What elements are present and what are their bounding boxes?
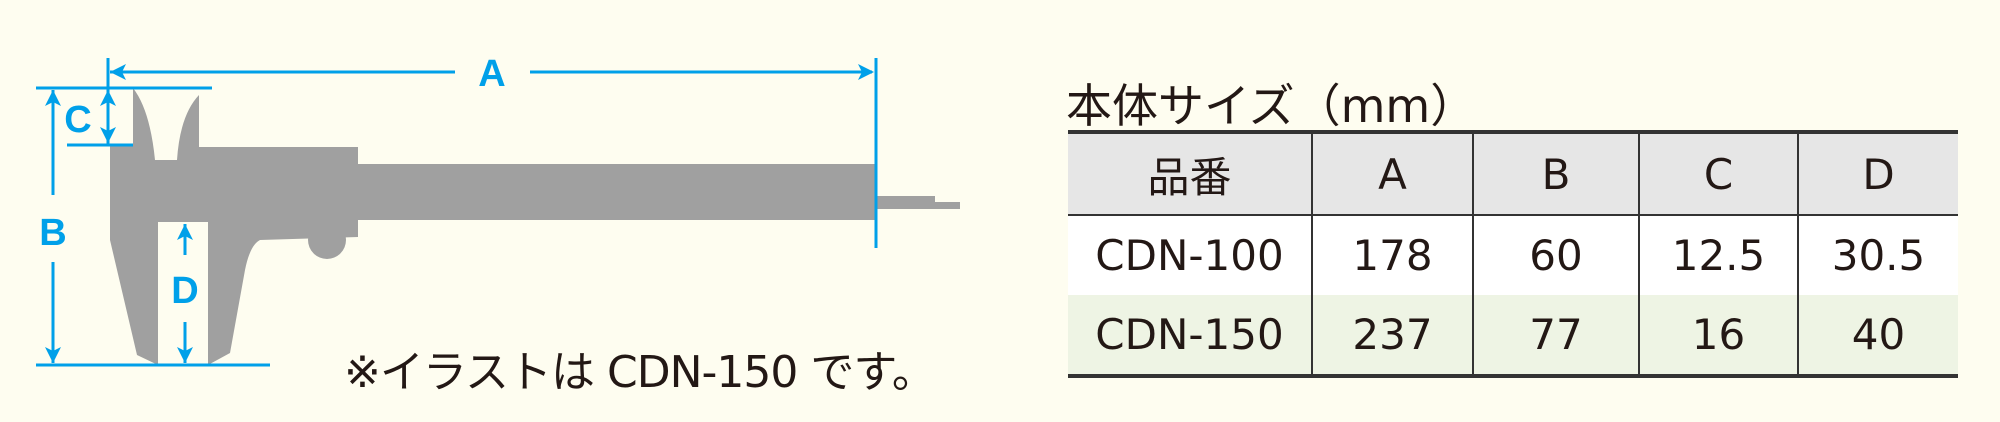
- cell-a: 178: [1311, 215, 1473, 295]
- dimension-label-d: D: [171, 270, 198, 312]
- header-model: 品番: [1068, 132, 1312, 216]
- cell-b: 77: [1472, 295, 1639, 376]
- cell-b: 60: [1472, 215, 1639, 295]
- cell-c: 12.5: [1638, 215, 1798, 295]
- illustration-note: ※イラストは CDN-150 です。: [344, 347, 936, 398]
- table-row: CDN-150 237 77 16 40: [1068, 295, 1958, 376]
- cell-model: CDN-100: [1068, 215, 1312, 295]
- dimension-lines: [36, 58, 878, 367]
- header-c: C: [1638, 132, 1798, 216]
- dimension-label-b: B: [39, 212, 66, 254]
- caliper-illustration: [110, 88, 960, 365]
- dimension-label-c: C: [64, 99, 91, 141]
- cell-c: 16: [1638, 295, 1798, 376]
- table-header-row: 品番 A B C D: [1068, 132, 1958, 216]
- table-title: 本体サイズ（mm）: [1066, 79, 1477, 133]
- dimension-label-a: A: [478, 53, 505, 95]
- header-a: A: [1311, 132, 1473, 216]
- header-d: D: [1797, 132, 1958, 216]
- cell-model: CDN-150: [1068, 295, 1312, 376]
- cell-a: 237: [1311, 295, 1473, 376]
- table-row: CDN-100 178 60 12.5 30.5: [1068, 215, 1958, 295]
- caliper-diagram: A B C D: [36, 53, 960, 367]
- cell-d: 30.5: [1797, 215, 1958, 295]
- cell-d: 40: [1797, 295, 1958, 376]
- size-table: 品番 A B C D CDN-100 178 60 12.5 30.5 CDN-…: [1068, 130, 1958, 378]
- header-b: B: [1472, 132, 1639, 216]
